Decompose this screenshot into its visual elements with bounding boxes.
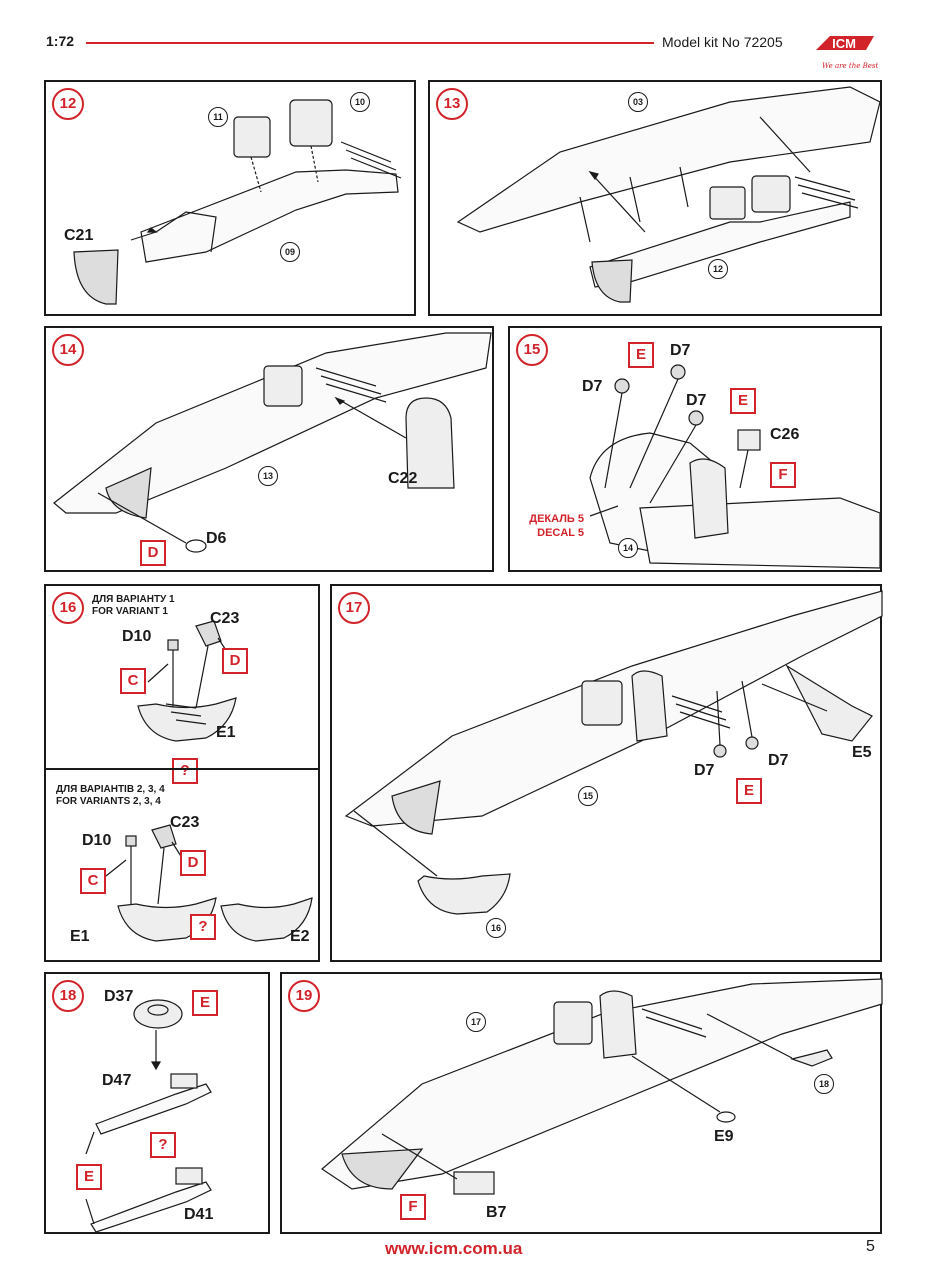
step-14-panel: 14 C22 D6 13 D [44,326,494,572]
step-14-illustration [53,332,492,553]
ref-step-circle: 16 [486,918,506,938]
variant-caption-ua: ДЛЯ ВАРІАНТУ 1 [92,594,175,605]
step-16-number: 16 [52,592,84,624]
part-label: C26 [770,426,800,443]
part-label: C23 [210,610,240,627]
step-13-illustration [456,86,881,303]
page-number: 5 [866,1238,875,1255]
ref-step-circle: 10 [350,92,370,112]
step-18-panel: 18 D37 D47 D41 E ? E [44,972,270,1234]
part-label: E1 [70,928,90,945]
ref-step-circle: 11 [208,107,228,127]
step-12-number: 12 [52,88,84,120]
part-label: D7 [768,752,789,769]
step-17-number: 17 [338,592,370,624]
part-label: E5 [852,744,872,761]
logo-tagline: We are the Best [822,62,879,70]
paint-code-box: D [140,540,166,566]
header-rule [86,42,654,44]
part-label: E9 [714,1128,734,1145]
paint-code-box: C [120,668,146,694]
paint-code-box: E [730,388,756,414]
step-12-illustration [73,99,402,305]
icm-logo: ICM [816,36,874,51]
step-13-number: 13 [436,88,468,120]
part-label: D7 [670,342,691,359]
ref-step-circle: 14 [618,538,638,558]
website-link[interactable]: www.icm.com.ua [385,1239,523,1258]
part-label: B7 [486,1204,507,1221]
paint-code-box: E [628,342,654,368]
part-label: D7 [686,392,707,409]
paint-code-box: F [770,462,796,488]
variant-2-caption: ДЛЯ ВАРІАНТІВ 2, 3, 4 FOR VARIANTS 2, 3,… [56,784,165,808]
variant-caption-en: FOR VARIANT 1 [92,606,168,617]
step-17-illustration [344,590,883,915]
variant-divider [46,768,318,770]
paint-code-box: E [76,1164,102,1190]
part-label: C23 [170,814,200,831]
decal-label-en: DECAL 5 [537,527,584,539]
step-13-panel: 13 03 12 [428,80,882,316]
ref-step-circle: 17 [466,1012,486,1032]
variant-caption-en: FOR VARIANTS 2, 3, 4 [56,796,161,807]
part-label: E2 [290,928,310,945]
paint-code-box: ? [150,1132,176,1158]
step-16-panel: 16 ДЛЯ ВАРІАНТУ 1 FOR VARIANT 1 D10 C23 … [44,584,320,962]
part-label: D41 [184,1206,214,1223]
ref-step-circle: 09 [280,242,300,262]
part-label: D10 [82,832,112,849]
step-18-illustration [85,999,212,1233]
paint-code-box: ? [190,914,216,940]
step-19-panel: 19 E9 B7 F 17 18 [280,972,883,1234]
step-16-illustration [105,620,313,942]
part-label: D47 [102,1072,132,1089]
part-label: E1 [216,724,236,741]
paint-code-box: E [192,990,218,1016]
decal-label-ua: ДЕКАЛЬ 5 [529,513,584,525]
step-18-number: 18 [52,980,84,1012]
paint-code-box: C [80,868,106,894]
part-label: C22 [388,470,418,487]
decal-callout: ДЕКАЛЬ 5 DECAL 5 [522,512,584,540]
step-15-number: 15 [516,334,548,366]
paint-code-box: D [222,648,248,674]
part-label: D37 [104,988,134,1005]
paint-code-box: D [180,850,206,876]
step-14-number: 14 [52,334,84,366]
part-label: D7 [582,378,603,395]
paint-code-box: ? [172,758,198,784]
ref-step-circle: 13 [258,466,278,486]
logo-text: ICM [832,36,856,51]
ref-step-circle: 18 [814,1074,834,1094]
step-19-illustration [321,978,883,1195]
ref-step-circle: 03 [628,92,648,112]
ref-step-circle: 15 [578,786,598,806]
variant-caption-ua: ДЛЯ ВАРІАНТІВ 2, 3, 4 [56,784,165,795]
variant-1-caption: ДЛЯ ВАРІАНТУ 1 FOR VARIANT 1 [92,594,175,618]
part-label: D7 [694,762,715,779]
paint-code-box: E [736,778,762,804]
ref-step-circle: 12 [708,259,728,279]
scale-label: 1:72 [46,33,75,49]
part-label: D10 [122,628,152,645]
step-12-panel: 12 C21 11 10 09 [44,80,416,316]
step-17-panel: 17 E5 D7 D7 E 15 16 [330,584,883,962]
kit-number: Model kit No 72205 [662,34,783,50]
step-19-number: 19 [288,980,320,1012]
paint-code-box: F [400,1194,426,1220]
part-label: C21 [64,227,94,244]
step-15-panel: 15 D7 D7 D7 C26 E E F ДЕКАЛЬ 5 DECAL 5 1… [508,326,882,572]
step-15-illustration [589,364,881,569]
part-label: D6 [206,530,227,547]
